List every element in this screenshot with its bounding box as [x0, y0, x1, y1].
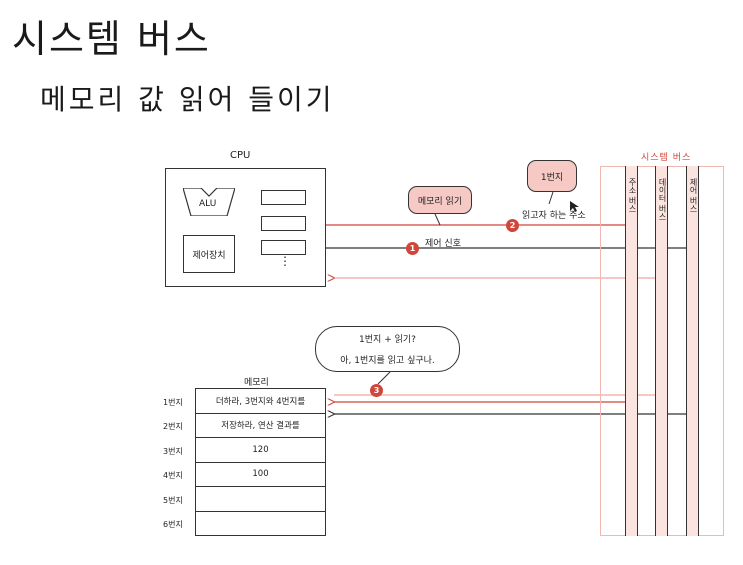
control-unit: 제어장치: [183, 235, 235, 273]
slide-subtitle: 메모리 값 읽어 들이기: [40, 83, 335, 116]
memory-cell: 120: [196, 438, 325, 463]
memory-read-bubble-pointer: [434, 213, 441, 226]
memory-address-2: 2번지: [163, 422, 183, 431]
step-badge-1: 1: [406, 242, 419, 255]
alu-label: ALU: [199, 199, 217, 209]
memory-address-4: 4번지: [163, 471, 183, 480]
address-bus: [625, 166, 638, 536]
data-bus: [655, 166, 668, 536]
step-badge-3: 3: [370, 384, 383, 397]
memory-cell: 100: [196, 463, 325, 487]
address-bubble: 1번지: [527, 160, 577, 192]
memory-table: 더하라, 3번지와 4번지를 저장하라, 연산 결과를 120 100: [195, 388, 326, 536]
memory-cell: 저장하라, 연산 결과를: [196, 414, 325, 438]
speech-line-1: 1번지 + 읽기?: [359, 335, 416, 345]
memory-address-1: 1번지: [163, 398, 183, 407]
speech-bubble-tail: [377, 371, 391, 385]
cpu-label: CPU: [230, 150, 251, 161]
address-bus-label: 주소 버스: [628, 178, 637, 213]
data-bus-label: 데이터 버스: [658, 178, 667, 221]
control-signal-label: 제어 신호: [425, 239, 461, 249]
address-bubble-pointer: [548, 191, 554, 205]
system-bus-title: 시스템 버스: [641, 153, 692, 163]
memory-address-5: 5번지: [163, 496, 183, 505]
address-bubble-text: 1번지: [540, 172, 564, 183]
control-bus-label: 제어 버스: [689, 178, 698, 213]
memory-read-bubble: 메모리 읽기: [408, 186, 472, 214]
register-ellipsis: ⋮: [279, 254, 291, 268]
alu-shape: [183, 188, 235, 216]
memory-address-3: 3번지: [163, 447, 183, 456]
memory-read-bubble-text: 메모리 읽기: [417, 196, 463, 207]
memory-speech-bubble: 1번지 + 읽기? 아, 1번지를 읽고 싶구나.: [315, 326, 460, 372]
slide-title: 시스템 버스: [12, 17, 211, 61]
register-1: [261, 190, 306, 205]
control-bus: [686, 166, 699, 536]
memory-cell: [196, 512, 325, 537]
read-address-label: 읽고자 하는 주소: [522, 211, 586, 221]
memory-address-6: 6번지: [163, 520, 183, 529]
mouse-cursor-icon: [570, 201, 579, 212]
memory-label: 메모리: [244, 378, 269, 388]
step-badge-2: 2: [506, 219, 519, 232]
control-unit-label: 제어장치: [192, 250, 226, 261]
cpu-to-address-bus-wire: [326, 224, 633, 402]
register-2: [261, 216, 306, 231]
register-3: [261, 240, 306, 255]
speech-line-2: 아, 1번지를 읽고 싶구나.: [340, 356, 435, 366]
memory-cell: [196, 487, 325, 512]
memory-cell: 더하라, 3번지와 4번지를: [196, 389, 325, 414]
